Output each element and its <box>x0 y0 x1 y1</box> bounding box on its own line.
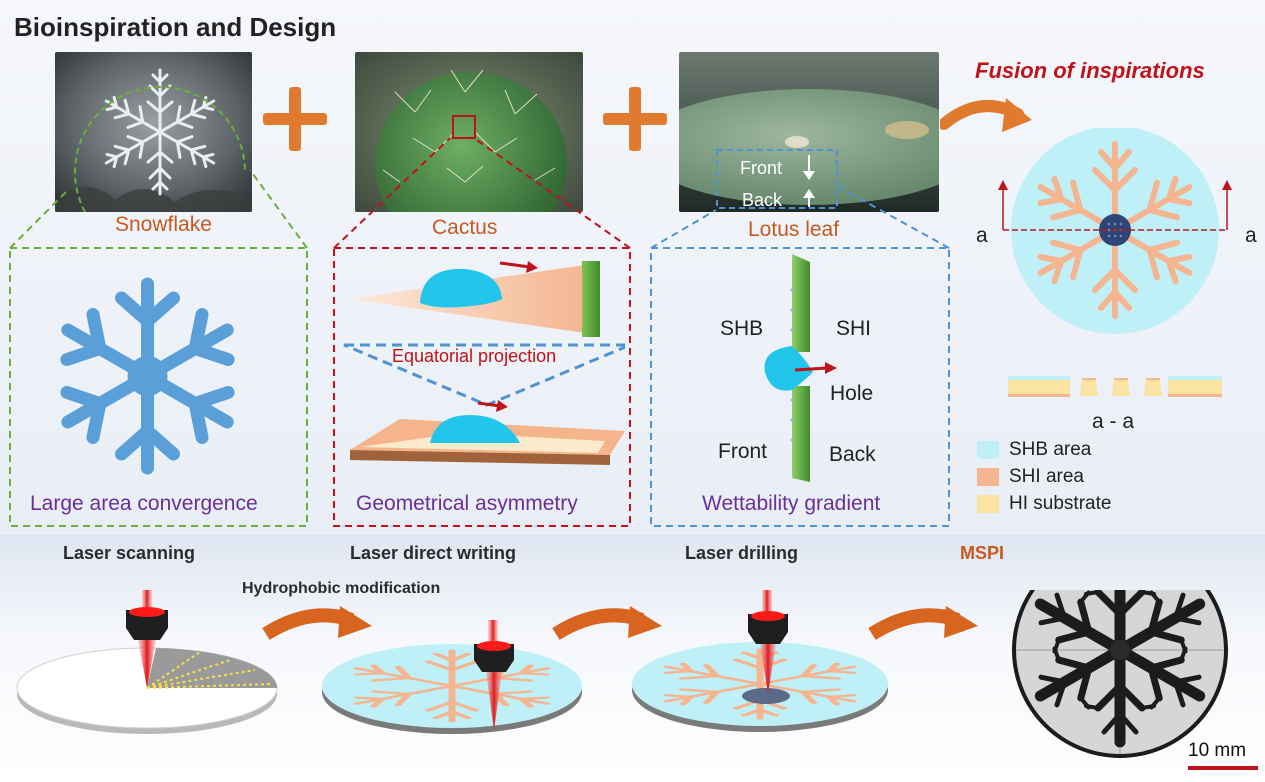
snowflake-caption: Large area convergence <box>30 492 258 515</box>
cactus-geometry-diagram <box>343 261 625 465</box>
lotus-caption: Wettability gradient <box>702 492 881 515</box>
step-laser-direct-writing: Laser direct writing <box>350 543 517 563</box>
page-title: Bioinspiration and Design <box>14 12 337 42</box>
section-label-right: a <box>1245 224 1257 247</box>
section-aa-label: a - a <box>1092 410 1135 433</box>
curved-arrow-icon <box>940 98 1032 132</box>
hydrophobic-modification-label: Hydrophobic modification <box>242 580 441 597</box>
cactus-label: Cactus <box>432 216 498 239</box>
equatorial-projection-label: Equatorial projection <box>392 346 557 366</box>
process-diagram <box>16 590 1258 770</box>
back-label: Back <box>829 443 876 466</box>
scale-bar-label: 10 mm <box>1188 740 1247 761</box>
legend-swatch <box>977 441 999 459</box>
step-laser-drilling: Laser drilling <box>685 543 799 563</box>
snowflake-label: Snowflake <box>115 213 212 236</box>
legend-item: HI substrate <box>977 492 1111 516</box>
legend-swatch <box>977 495 999 513</box>
plus-icon <box>263 87 327 151</box>
legend-label: SHB area <box>1009 439 1092 460</box>
step-laser-scanning: Laser scanning <box>63 543 196 563</box>
fusion-title: Fusion of inspirations <box>975 58 1205 83</box>
section-label-left: a <box>976 224 988 247</box>
panel-frames <box>9 137 950 527</box>
hole-label: Hole <box>830 382 874 405</box>
step-mspi: MSPI <box>960 543 1005 563</box>
cross-section-diagram <box>1008 376 1222 397</box>
wettability-diagram <box>764 254 837 482</box>
lotus-label: Lotus leaf <box>748 218 840 241</box>
lotus-front-label: Front <box>740 158 783 178</box>
cactus-photo <box>355 52 583 212</box>
lotus-photo: Front Back <box>679 52 939 212</box>
plus-icon <box>603 87 667 151</box>
fusion-design-diagram <box>998 128 1232 334</box>
lotus-back-label: Back <box>742 190 783 210</box>
shi-label: SHI <box>836 317 872 340</box>
legend-label: HI substrate <box>1009 493 1112 514</box>
cactus-caption: Geometrical asymmetry <box>356 492 578 515</box>
legend-label: SHI area <box>1009 466 1084 487</box>
front-label: Front <box>718 440 768 463</box>
snowflake-icon <box>45 277 250 476</box>
legend-swatch <box>977 468 999 486</box>
legend-item: SHB area <box>977 438 1091 462</box>
legend-item: SHI area <box>977 465 1084 489</box>
snowflake-photo <box>55 52 252 212</box>
shb-label: SHB <box>720 317 764 340</box>
